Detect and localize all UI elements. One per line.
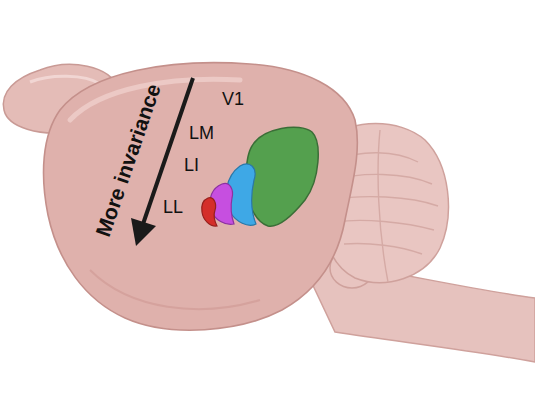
highlight (30, 76, 100, 84)
area-label: LL (163, 198, 183, 216)
area-label: LI (184, 156, 199, 174)
area-v1 (246, 127, 318, 226)
cerebral-cortex (44, 63, 358, 331)
arrowhead (131, 218, 156, 246)
area-ll (202, 198, 217, 226)
shading (90, 270, 260, 309)
area-label: V1 (222, 90, 244, 108)
area-label: LM (189, 124, 214, 142)
